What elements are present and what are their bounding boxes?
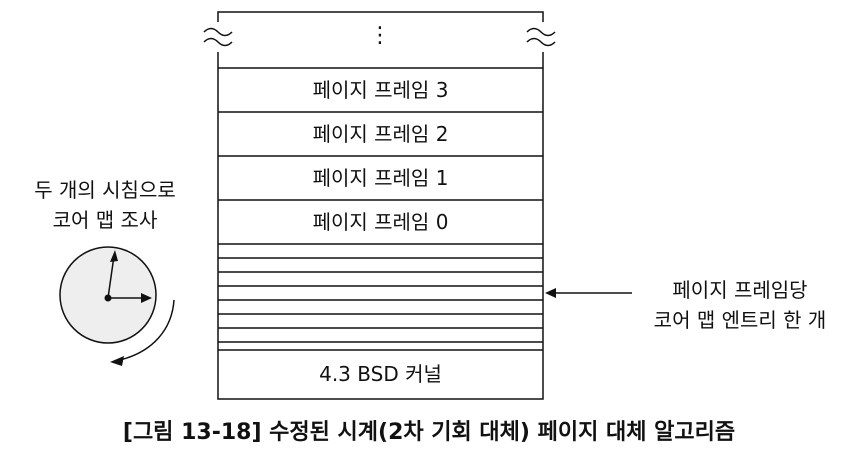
coremap-label-line2: 코어 맵 엔트리 한 개 [653,308,827,332]
kernel-label: 4.3 BSD 커널 [319,362,442,386]
coremap-label-line1: 페이지 프레임당 [672,278,808,302]
page-frame-0: 페이지 프레임 0 [312,210,449,234]
break-mark-icon [202,22,236,52]
page-frame-2: 페이지 프레임 2 [312,122,449,146]
figure-caption: [그림 13-18] 수정된 시계(2차 기회 대체) 페이지 대체 알고리즘 [122,420,736,445]
page-frame-3: 페이지 프레임 3 [312,78,449,102]
page-frame-1: 페이지 프레임 1 [312,166,449,190]
memory-column [217,11,544,400]
core-map-entries [218,257,543,343]
clock-label-line2: 코어 맵 조사 [52,208,158,232]
arrow-left-icon [545,288,632,298]
break-mark-icon [525,22,561,52]
ellipsis: ⋮ [369,23,391,48]
clock-icon [59,246,175,366]
clock-label-line1: 두 개의 시침으로 [34,178,176,202]
